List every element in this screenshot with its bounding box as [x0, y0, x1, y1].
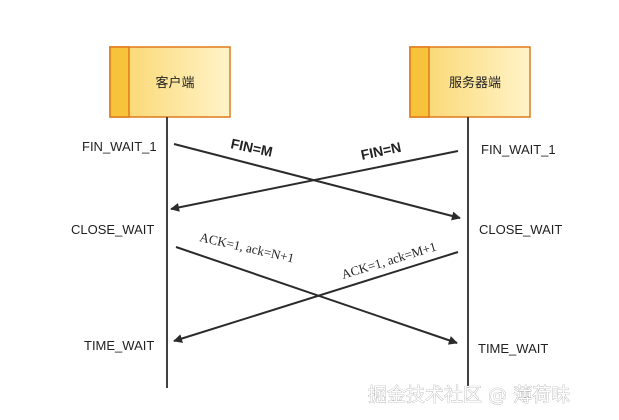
client-state-close-wait: CLOSE_WAIT: [71, 222, 154, 237]
fin-client-label: FIN=M: [229, 135, 274, 159]
fin-client-arrow: [173, 143, 461, 221]
ack-client-arrow: [175, 246, 458, 345]
server-box: 服务器端: [409, 46, 531, 118]
client-box: 客户端: [109, 46, 231, 118]
watermark: 掘金技术社区 @ 薄荷味: [368, 384, 570, 406]
client-state-time-wait: TIME_WAIT: [84, 338, 154, 353]
client-label: 客户端: [155, 75, 194, 91]
ack-server-arrow: [173, 251, 459, 343]
fin-server-label: FIN=N: [359, 139, 402, 163]
client-state-fin-wait-1: FIN_WAIT_1: [82, 139, 157, 154]
server-state-close-wait: CLOSE_WAIT: [479, 222, 562, 237]
server-state-time-wait: TIME_WAIT: [478, 341, 548, 356]
ack-server-label: ACK=1, ack=M+1: [339, 239, 438, 282]
server-label: 服务器端: [449, 75, 501, 91]
fin-server-arrow: [170, 150, 459, 212]
server-state-fin-wait-1: FIN_WAIT_1: [481, 142, 556, 157]
